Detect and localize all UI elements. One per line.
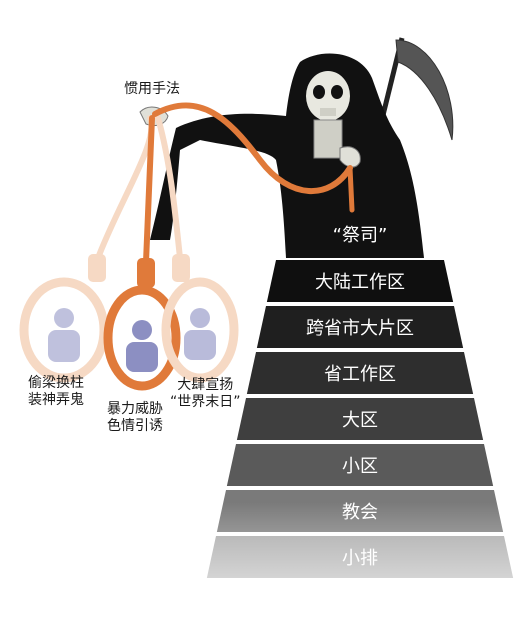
tier-label: 跨省市大片区 [306,318,414,339]
noose-1-caption: 偷梁换柱 装神弄鬼 [28,375,84,409]
hierarchy-pyramid: 大陆工作区跨省市大片区省工作区大区小区教会小排 [200,260,526,633]
victim-figure-icon [184,308,216,360]
noose-1-caption-line: 装神弄鬼 [28,392,84,408]
noose-3-caption-line: “世界末日” [170,394,241,410]
noose-2-caption-line: 色情引诱 [107,418,163,434]
tier-label: 大区 [342,410,378,431]
noose-3 [161,254,239,383]
tier-block [256,306,464,348]
noose-2-caption-line: 暴力威胁 [107,401,163,417]
grim-reaper-figure [139,53,424,258]
priest-label: “祭司” [333,225,388,246]
noose-1 [19,254,109,383]
noose-3-caption-line: 大肆宣扬 [177,377,234,393]
tier-block [266,260,454,302]
tier-label: 小区 [342,456,378,477]
noose-2-caption: 暴力威胁 色情引诱 [107,401,163,435]
noose-3-caption: 大肆宣扬 “世界末日” [170,377,241,411]
victim-figure-icon [48,308,80,362]
noose-1-caption-line: 偷梁换柱 [28,375,84,391]
tier-label: 省工作区 [324,364,396,385]
tier-block [246,352,474,394]
ropes [95,102,355,265]
methods-heading: 惯用手法 [124,81,180,97]
noose-2 [103,258,181,391]
tier-block [226,444,494,486]
victim-figure-icon [126,320,158,372]
tier-block [236,398,484,440]
tier-label: 大陆工作区 [315,272,405,293]
pyramid-fade [200,502,526,633]
